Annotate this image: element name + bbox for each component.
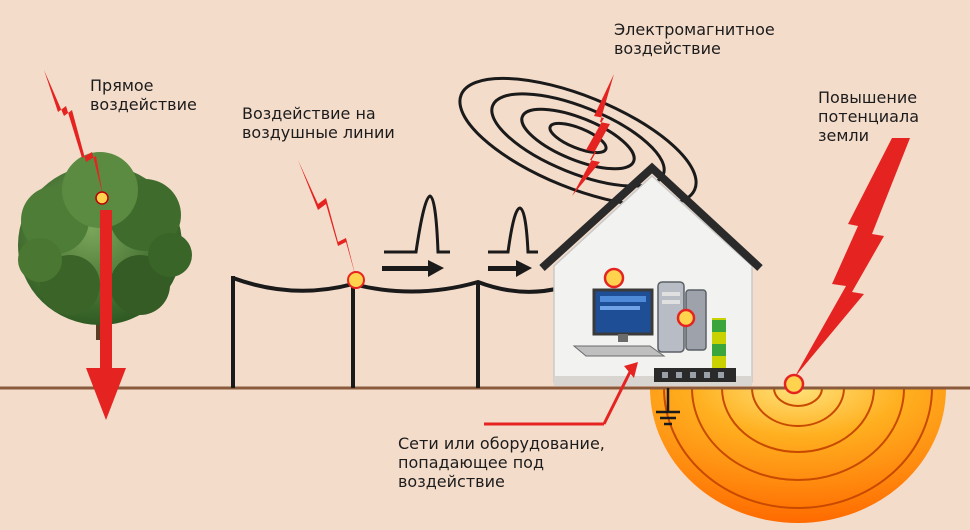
spark-icon xyxy=(603,267,625,289)
equipment-pointer xyxy=(484,362,638,426)
ground-potential-glow xyxy=(650,387,946,523)
spark-icon xyxy=(783,373,805,395)
lightning-bolt-icon xyxy=(794,138,910,378)
computer-icon xyxy=(572,281,707,357)
pulse-icon xyxy=(384,194,538,254)
label-electromagnetic-impact: Электромагнитное воздействие xyxy=(614,20,775,58)
spark-icon xyxy=(95,191,109,205)
label-affected-equipment: Сети или оборудование, попадающее под во… xyxy=(398,434,605,491)
overhead-wire xyxy=(232,276,561,294)
arrow-right-icon xyxy=(382,260,532,277)
electromagnetic-rings xyxy=(458,76,698,208)
grounding-bus xyxy=(654,318,736,382)
spark-icon xyxy=(676,308,696,328)
ground-current-arrow xyxy=(86,210,126,420)
lightning-bolt-icon xyxy=(572,74,614,196)
label-ground-potential-rise: Повышение потенциала земли xyxy=(818,88,919,145)
power-poles xyxy=(231,276,480,388)
ground-symbol-icon xyxy=(656,388,680,426)
lightning-bolt-icon xyxy=(298,160,356,278)
label-direct-impact: Прямое воздействие xyxy=(90,76,197,114)
spark-icon xyxy=(347,271,365,289)
label-overhead-lines-impact: Воздействие на воздушные линии xyxy=(242,104,395,142)
tree-icon xyxy=(18,152,192,340)
